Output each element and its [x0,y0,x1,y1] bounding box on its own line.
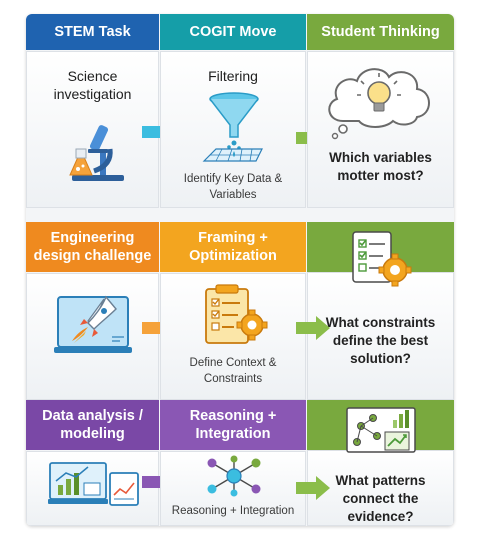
row3-move-cell: Reasoning + Integration [160,451,306,526]
row3-task-header: Data analysis / modeling [26,400,159,450]
row3-move-caption: Reasoning + Integration [171,505,295,517]
row1-move-text: Filtering [208,68,258,84]
cogit-diagram: STEM Task COGIT Move Student Thinking Sc… [26,14,454,526]
rocket-icon [54,295,132,353]
row2-task-header: Engineering design challenge [26,222,159,272]
row1-thinking-text: Which variables motter most? [329,150,432,183]
row2-move-caption: Define Context & Constraints [189,357,277,385]
header-stem-task: STEM Task [26,14,159,50]
row2-thinking-cell: What constraints define the best solutio… [307,222,454,400]
row2-task-text: Engineering design challenge [26,222,159,272]
header-cogit-move-label: COGIT Move [160,14,306,50]
row2-thinking-text: What constraints define the best solutio… [325,315,436,366]
row1-task-text: Science investigation [53,68,132,102]
row3-move-text: Reasoning + Integration [160,400,306,450]
row3-thinking-cell: What patterns connect the evidence? [307,400,454,526]
chart-board-icon [346,407,416,453]
row2-task-cell [26,273,159,400]
microscope-icon [69,125,124,181]
row1-task-cell: Science investigation [26,51,159,208]
row3-task-text: Data analysis / modeling [26,400,159,450]
dashboard-icon [48,462,139,506]
lightbulb-icon [328,68,430,140]
row1-thinking-cell: Which variables motter most? [307,51,454,208]
network-icon [207,455,261,497]
header-student-thinking: Student Thinking [307,14,454,50]
row3-arrow-2 [296,476,330,500]
row2-move-text: Framing + Optimization [160,222,306,272]
row2-move-header: Framing + Optimization [160,222,306,272]
row2-arrow-2 [296,316,330,340]
funnel-icon [202,92,263,162]
row3-thinking-text: What patterns connect the evidence? [335,473,426,524]
header-cogit-move: COGIT Move [160,14,306,50]
row3-move-header: Reasoning + Integration [160,400,306,450]
checklist-gear-icon [352,231,412,287]
header-student-thinking-label: Student Thinking [307,14,454,50]
clipboard-gear-icon [205,284,268,344]
header-stem-task-label: STEM Task [26,14,159,50]
row3-task-cell [26,451,159,526]
row2-move-cell: Define Context & Constraints [160,273,306,400]
row1-move-caption: Identify Key Data & Variables [183,173,283,201]
row1-move-cell: Filtering Identify Key Data & Variables [160,51,306,208]
